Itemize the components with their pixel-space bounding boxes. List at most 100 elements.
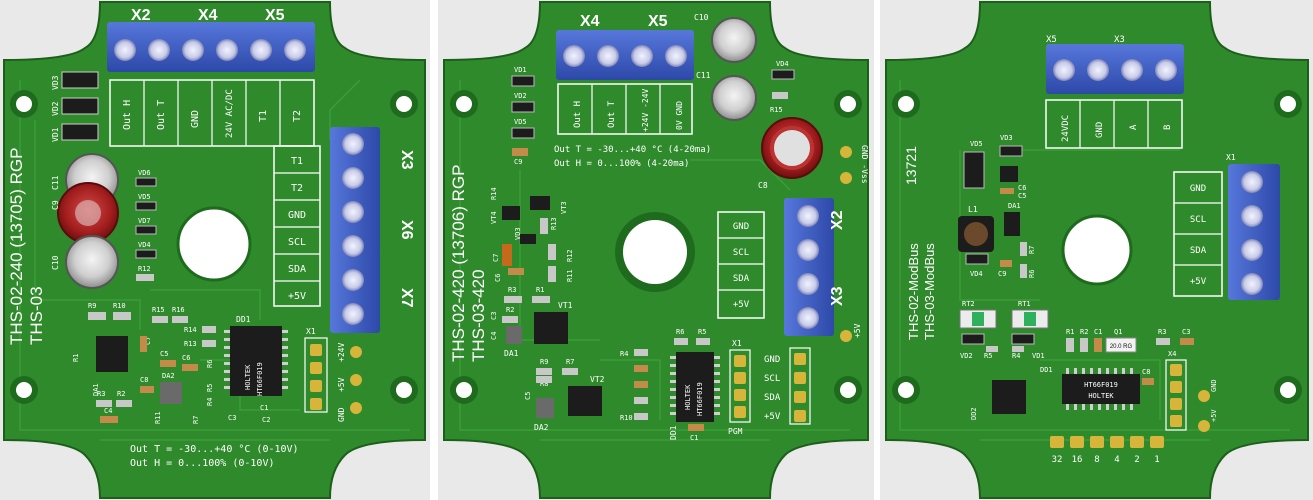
b3-rt2: RT2 <box>962 300 975 308</box>
b1-note-h: Out H = 0...100% (0-10V) <box>130 458 275 469</box>
b2-c5: C5 <box>524 392 532 400</box>
terminal-screws-right-1 <box>342 133 364 325</box>
b3-r2: R2 <box>1080 328 1088 336</box>
b2-bottom-pin-1: GND <box>764 355 780 365</box>
b2-r12: R12 <box>566 249 574 262</box>
b1-x6: X6 <box>398 220 415 240</box>
b1-vd7: VD7 <box>138 217 151 225</box>
b2-term-label-3: +24V -24V <box>641 88 650 132</box>
b1-vertical-name-1: THS-02-240 (13705) RGP <box>7 148 26 345</box>
b2-c1: C1 <box>690 434 698 442</box>
b1-r14: R14 <box>184 326 197 334</box>
b1-r16: R16 <box>172 306 185 314</box>
b1-x1: X1 <box>306 327 316 336</box>
b3-pin-gnd: GND <box>1210 379 1218 392</box>
b1-c7: C7 <box>144 337 152 345</box>
b1-pin-5v: +5V <box>337 377 346 392</box>
b2-c10: C10 <box>694 13 709 22</box>
b1-c4: C4 <box>104 407 112 415</box>
b3-dip-16: 16 <box>1072 455 1083 465</box>
b1-r2: R2 <box>117 390 125 398</box>
b2-r13: R13 <box>550 217 558 230</box>
b2-header-x4: X4 <box>580 13 600 30</box>
b3-pin-5v: +5V <box>1210 409 1218 422</box>
b3-vd1: VD1 <box>1032 352 1045 360</box>
b3-dip-2: 2 <box>1134 455 1139 465</box>
b3-vd4: VD4 <box>970 270 983 278</box>
b3-r1: R1 <box>1066 328 1074 336</box>
b3-term-label-1: 24VDC <box>1061 115 1071 142</box>
b2-r15: R15 <box>770 106 783 114</box>
b2-r1: R1 <box>536 286 544 294</box>
b2-da1: DA1 <box>504 349 519 358</box>
b2-c8: C8 <box>758 181 768 190</box>
b1-x7: X7 <box>398 288 415 308</box>
b2-gnd-vss: GND -Vss <box>860 145 869 184</box>
b1-r3: R3 <box>97 390 105 398</box>
b1-x3: X3 <box>398 150 415 170</box>
b1-pin-24v: +24V <box>337 343 346 362</box>
b3-r3: R3 <box>1158 328 1166 336</box>
b2-note-h: Out H = 0...100% (4-20ma) <box>554 159 689 169</box>
b3-r4: R4 <box>1012 352 1020 360</box>
b3-c6: C6 <box>1018 184 1026 192</box>
b1-c9: C9 <box>51 200 60 210</box>
b1-vd1: VD1 <box>51 127 60 142</box>
b1-c11: C11 <box>51 175 60 190</box>
b2-right-label-2: SCL <box>733 248 749 258</box>
b1-vd4: VD4 <box>138 241 151 249</box>
b2-c6: C6 <box>494 274 502 282</box>
b1-r5: R5 <box>206 384 214 392</box>
b2-vd1: VD1 <box>514 66 527 74</box>
b2-right-label-4: +5V <box>733 300 750 310</box>
b3-da1: DA1 <box>1008 202 1021 210</box>
b3-l1: L1 <box>968 205 978 214</box>
b1-c2: C2 <box>262 416 270 424</box>
b1-vd5: VD5 <box>138 193 151 201</box>
b3-c1: C1 <box>1094 328 1102 336</box>
b2-r6: R6 <box>676 328 684 336</box>
b2-header-x5: X5 <box>648 13 668 30</box>
b1-r9: R9 <box>88 302 96 310</box>
b1-right-label-1: T1 <box>291 156 303 167</box>
b1-r11: R11 <box>154 411 162 424</box>
b2-r8: R8 <box>540 380 548 388</box>
b3-term-label-3: A <box>1129 124 1139 130</box>
terminal-screws-top-1 <box>114 39 306 61</box>
b3-dip-32: 32 <box>1052 455 1063 465</box>
b1-right-label-3: GND <box>288 210 306 221</box>
b3-chip-code: HT66F019 <box>1084 381 1118 389</box>
b1-dd1: DD1 <box>236 315 251 324</box>
b1-chip-code: HT66F019 <box>256 362 264 396</box>
b1-pads <box>350 346 362 414</box>
b2-bottom-pin-3: SDA <box>764 393 781 403</box>
b2-vt1: VT1 <box>558 301 573 310</box>
b3-vd3: VD3 <box>1000 134 1013 142</box>
b2-pin-5v: +5V <box>853 323 862 338</box>
b2-vd5: VD5 <box>514 118 527 126</box>
b1-chip-holtek: HOLTEK <box>244 364 252 390</box>
b3-x4: X4 <box>1168 350 1176 358</box>
b2-da2: DA2 <box>534 423 549 432</box>
b2-c4: C4 <box>490 332 498 340</box>
b1-header-x2: X2 <box>131 7 151 24</box>
b3-c8: C8 <box>1142 368 1150 376</box>
b1-vertical-name-2: THS-03 <box>27 286 46 345</box>
b1-r15: R15 <box>152 306 165 314</box>
b3-q1: Q1 <box>1114 328 1122 336</box>
b1-vd6: VD6 <box>138 169 151 177</box>
b1-diodes <box>61 71 99 141</box>
b1-term-label-5: T1 <box>258 110 269 122</box>
b3-dip-8: 8 <box>1094 455 1099 465</box>
b1-pin-gnd: GND <box>337 407 346 422</box>
b2-c7: C7 <box>492 254 500 262</box>
b1-c8: C8 <box>140 376 148 384</box>
b1-term-label-6: T2 <box>292 110 303 122</box>
b3-c5: C5 <box>1018 192 1026 200</box>
b1-c3: C3 <box>228 414 236 422</box>
b2-c9: C9 <box>514 158 522 166</box>
b2-bottom-pin-2: SCL <box>764 374 780 384</box>
b2-vt2: VT2 <box>590 375 605 384</box>
b1-r1: R1 <box>72 354 80 362</box>
